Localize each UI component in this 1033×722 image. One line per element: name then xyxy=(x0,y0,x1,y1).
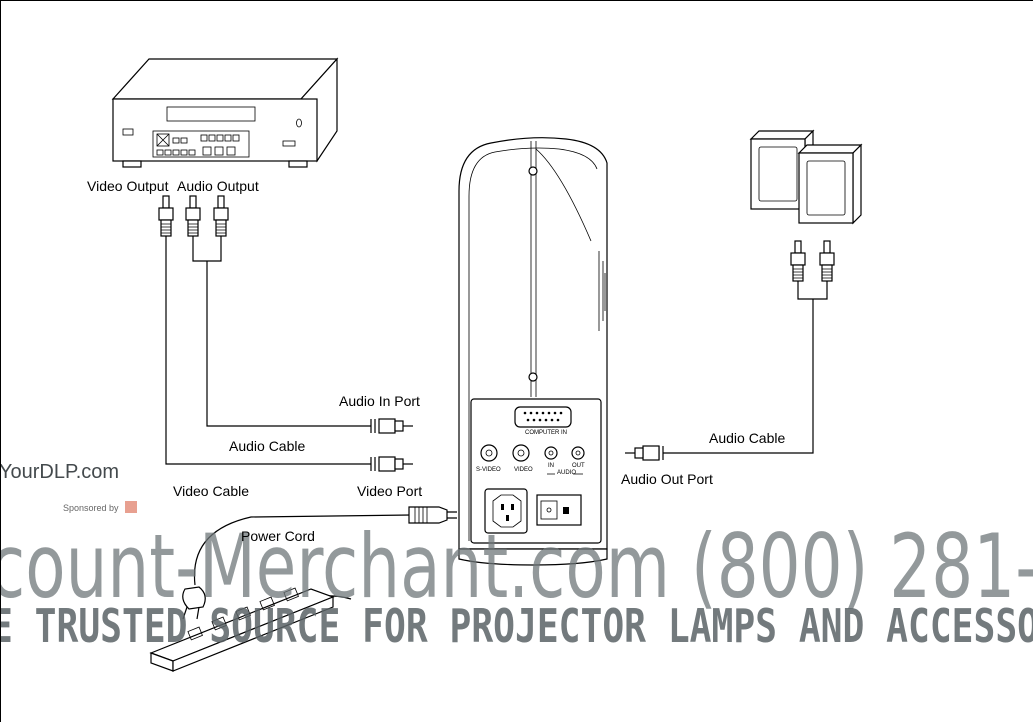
label-audio-cable-left: Audio Cable xyxy=(229,438,305,454)
video-label: VIDEO xyxy=(514,467,533,473)
sponsor-logo-icon xyxy=(125,501,137,513)
audio-out-plug xyxy=(625,445,664,461)
power-cord xyxy=(182,506,457,620)
watermark-site: YourDLP.com xyxy=(1,461,119,483)
label-audio-output: Audio Output xyxy=(177,178,259,194)
power-strip xyxy=(149,587,335,672)
watermark: YourDLP.com Sponsored by count-Merchant.… xyxy=(1,461,1033,653)
audio-in-plug xyxy=(370,418,413,434)
computer-in-label: COMPUTER IN xyxy=(525,430,567,436)
label-video-output: Video Output xyxy=(87,178,169,194)
label-video-port: Video Port xyxy=(357,483,422,499)
vcr-rca-plugs xyxy=(158,195,229,237)
video-port-plug xyxy=(370,456,413,472)
speaker-rca-plugs xyxy=(790,240,835,282)
label-power-cord: Power Cord xyxy=(241,528,315,544)
watermark-main: count-Merchant.com (800) 281- xyxy=(1,515,1033,618)
label-video-cable: Video Cable xyxy=(173,483,249,499)
watermark-tagline: E TRUSTED SOURCE FOR PROJECTOR LAMPS AND… xyxy=(1,599,1033,653)
s-video-label: S-VIDEO xyxy=(476,467,501,473)
projector-device: COMPUTER IN S-VIDEO VIDEO IN OUT AUDIO xyxy=(458,137,608,566)
out-label: OUT xyxy=(572,463,585,469)
vga-pins xyxy=(523,411,563,422)
vcr-cables xyxy=(165,236,371,465)
speakers-device xyxy=(749,129,863,225)
label-audio-out-port: Audio Out Port xyxy=(621,471,713,487)
label-audio-cable-right: Audio Cable xyxy=(709,430,785,446)
watermark-sponsored: Sponsored by xyxy=(63,503,119,513)
vcr-device xyxy=(111,57,339,168)
label-audio-in-port: Audio In Port xyxy=(339,393,420,409)
diagram-labels: Video Output Audio Output Audio In Port … xyxy=(87,178,785,544)
audio-label: AUDIO xyxy=(557,470,576,476)
in-label: IN xyxy=(548,463,554,469)
speaker-cable xyxy=(663,281,828,454)
